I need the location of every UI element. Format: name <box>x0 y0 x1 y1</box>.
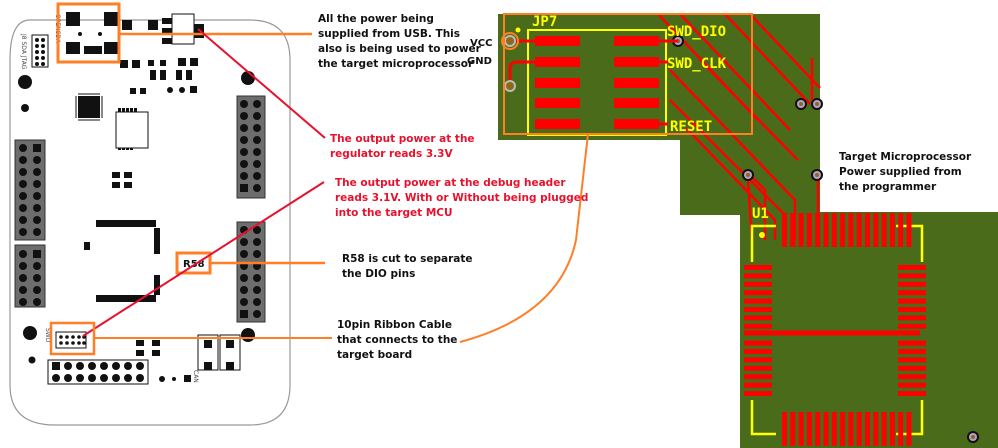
usb-power-note: All the power being supplied from USB. T… <box>318 13 481 70</box>
vcc-label: VCC <box>470 38 493 49</box>
header-left-bottom <box>14 244 46 308</box>
u1-pin <box>898 382 926 388</box>
u1-pin <box>881 213 887 247</box>
usb-callout-box <box>56 2 121 64</box>
u1-pin <box>806 213 812 247</box>
u1-pin <box>806 412 812 446</box>
ribbon-curve-line <box>459 133 589 343</box>
u1-label: U1 <box>752 206 769 222</box>
u1-chip: U1 <box>744 206 926 446</box>
u1-pin <box>898 365 926 371</box>
u1-pin <box>898 273 926 279</box>
u1-pin <box>906 412 912 446</box>
u1-pin <box>856 412 862 446</box>
debug-header-note: The output power at the debug header rea… <box>335 177 589 219</box>
header-left-top <box>14 139 46 241</box>
u1-pin <box>840 213 846 247</box>
opensda-mcu <box>75 93 103 121</box>
u1-pin <box>881 412 887 446</box>
u1-pin <box>744 340 772 346</box>
jp7-label: JP7 <box>532 14 557 30</box>
header-right-top <box>236 95 266 199</box>
u1-pin <box>889 412 895 446</box>
u1-pin <box>790 213 796 247</box>
u1-pin <box>848 412 854 446</box>
pcb-layout: JP7 SWD_DIO SWD_CLK RESET U1 <box>498 13 998 448</box>
u1-pin <box>744 315 772 321</box>
u1-pin <box>744 365 772 371</box>
u1-pin <box>898 307 926 312</box>
jp7-callout-box <box>503 13 753 135</box>
regulator-callout-line <box>197 28 326 139</box>
regulator <box>122 13 204 45</box>
u1-pin <box>898 213 904 247</box>
u1-pin <box>744 265 772 270</box>
u1-pin <box>848 213 854 247</box>
u1-pin <box>865 412 870 446</box>
ribbon-cable-note: 10pin Ribbon Cable that connects to the … <box>337 319 458 361</box>
debug-header-callout-line <box>82 181 325 337</box>
u1-pin <box>815 412 821 446</box>
u1-pin <box>898 323 926 329</box>
u1-pin <box>744 281 772 287</box>
u1-pin <box>744 382 772 388</box>
regulator-note: The output power at the regulator reads … <box>330 133 475 160</box>
u1-pin <box>798 412 804 446</box>
jtag-silk: J8 SDA JTAG <box>20 33 27 70</box>
u1-pin <box>815 213 821 247</box>
u1-pin <box>898 412 904 446</box>
u1-pin <box>873 412 879 446</box>
u1-pin <box>898 340 926 346</box>
u1-pin <box>873 213 879 247</box>
u1-pin <box>898 374 926 380</box>
usb-connector <box>66 12 118 54</box>
swd-header <box>55 331 87 349</box>
can-silk: CAN <box>192 370 199 383</box>
u1-pin <box>744 391 772 396</box>
u1-pin <box>898 315 926 321</box>
swd-clk-label: SWD_CLK <box>667 56 727 72</box>
jp7-connector <box>501 27 678 136</box>
u1-pin <box>898 391 926 396</box>
u1-pin <box>865 213 870 247</box>
u1-pin <box>744 357 772 363</box>
u1-pin <box>898 281 926 287</box>
u1-pin <box>744 290 772 296</box>
target-power-note: Target Microprocessor Power supplied fro… <box>839 151 972 193</box>
r58-note: R58 is cut to separate the DIO pins <box>342 253 473 280</box>
reset-label: RESET <box>670 119 712 135</box>
u1-pin <box>744 349 772 354</box>
swd-dio-label: SWD_DIO <box>667 24 726 40</box>
u1-pin <box>782 412 787 446</box>
u1-pin <box>840 412 846 446</box>
u1-pin <box>856 213 862 247</box>
u1-pin <box>790 412 796 446</box>
u1-pin <box>898 298 926 304</box>
u1-pin <box>889 213 895 247</box>
u1-pin <box>744 323 772 329</box>
u1-pin <box>898 357 926 363</box>
swd-callout-box <box>49 321 96 356</box>
u1-pin <box>782 213 787 247</box>
u1-pin <box>823 412 829 446</box>
u1-pin <box>744 273 772 279</box>
u1-pin <box>831 412 837 446</box>
u1-pin <box>744 374 772 380</box>
u1-pin <box>831 213 837 247</box>
gnd-label: GND <box>467 56 492 67</box>
header-bottom <box>47 359 149 385</box>
u1-pin <box>898 349 926 354</box>
header-right-bottom <box>236 221 266 323</box>
vias <box>672 35 979 443</box>
u1-pin <box>906 213 912 247</box>
u1-pin <box>823 213 829 247</box>
u1-pin <box>898 290 926 296</box>
u1-pin <box>744 298 772 304</box>
u1-pin <box>898 265 926 270</box>
u1-pin <box>798 213 804 247</box>
swd-silk: SWD <box>44 328 51 343</box>
jtag-header <box>31 34 49 68</box>
u1-pin <box>744 307 772 312</box>
